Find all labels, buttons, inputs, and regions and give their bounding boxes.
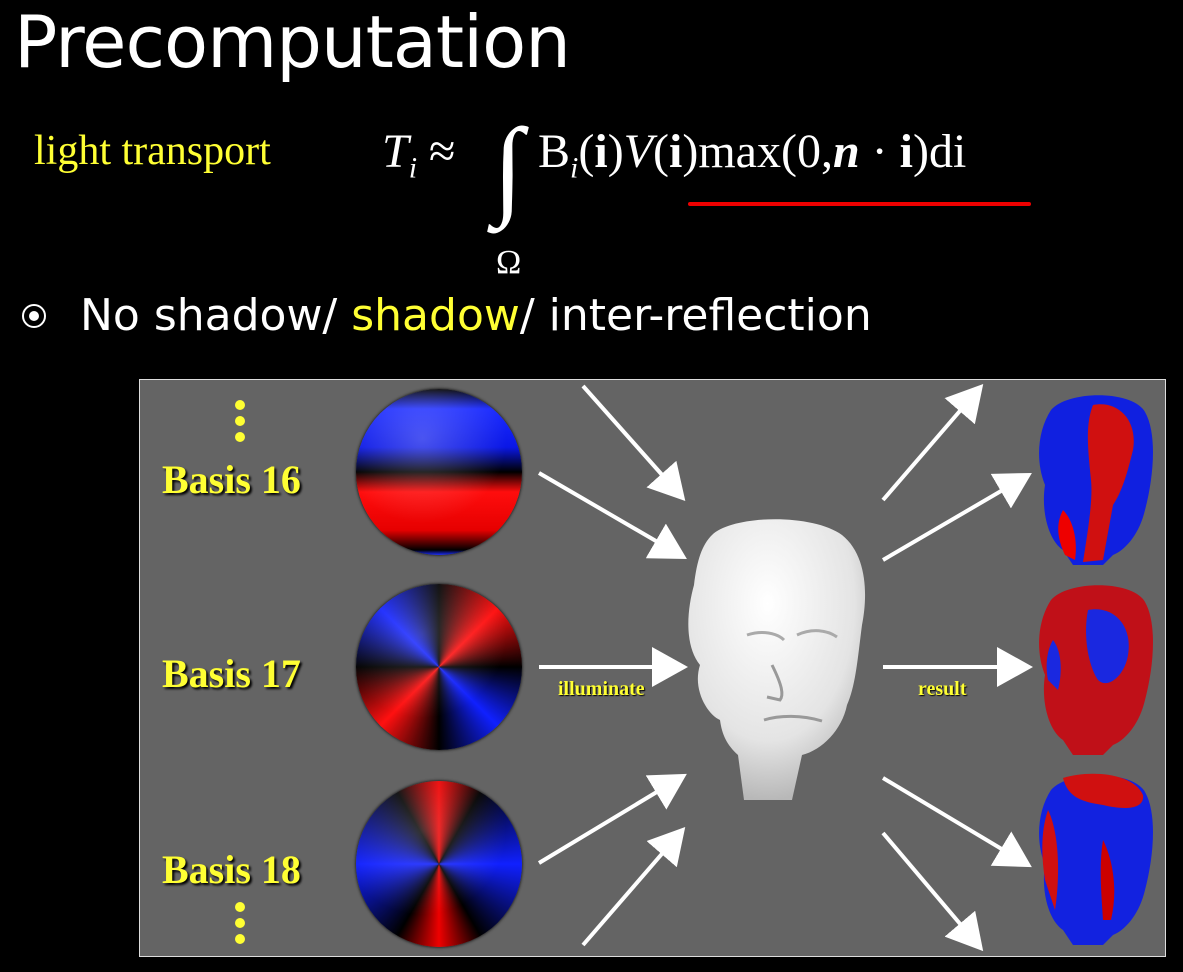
result-head-2-icon [1039,585,1153,755]
formula-b-sub: i [570,151,579,185]
ellipsis-top-icon [235,400,245,448]
formula-dot: · [859,125,900,178]
basis-label-18: Basis 18 [162,847,301,892]
arrows-layer [537,383,1033,952]
formula-rhs: Bi(i)V(i)max(0,n · i)di [538,125,967,185]
ellipsis-bottom-icon [235,902,245,950]
arrow-in-2 [537,471,687,560]
arrow-in-5 [581,826,686,947]
sphere-basis-17-icon [356,584,522,750]
formula-b: B [538,125,571,178]
result-head-1-icon [1039,395,1153,565]
formula-tail: )di [912,125,967,178]
arrow-out-5 [881,831,984,952]
formula-approx: ≈ [429,125,456,178]
basis-label-16: Basis 16 [162,457,301,502]
head-model-icon [688,519,866,800]
formula-max: max(0, [698,125,833,178]
formula-i-3: i [899,125,913,178]
result-head-3-icon [1039,773,1153,945]
arrow-in-1 [581,384,686,501]
basis-label-17: Basis 17 [162,651,301,696]
integral-sign-icon: ∫ [493,106,524,228]
visibility-underline [688,202,1031,206]
result-label: result [918,678,967,700]
bullet-icon [22,303,46,328]
bullet-part-1: No shadow/ [80,290,352,341]
bullet-text: No shadow/ shadow/ inter-reflection [80,290,872,341]
formula-i: i [594,125,608,178]
sphere-basis-16-icon [356,389,522,555]
arrow-out-1 [881,383,984,502]
arrow-out-4 [881,776,1032,868]
bullet-item: No shadow/ shadow/ inter-reflection [22,290,872,341]
arrow-out-2 [881,472,1032,562]
formula-v: V [623,125,653,178]
arrow-in-4 [537,773,687,865]
formula-t: T [382,125,409,178]
slide-title: Precomputation [14,0,571,84]
formula-domain: Ω [496,244,522,281]
formula-n: n [832,125,860,178]
bullet-highlight: shadow [351,290,520,341]
formula-lhs: Ti ≈ [382,128,455,184]
bullet-part-3: / inter-reflection [519,290,872,341]
light-transport-label: light transport [34,128,271,174]
formula-i-2: i [668,125,683,178]
illuminate-label: illuminate [558,678,645,700]
formula-t-sub: i [408,151,418,185]
sphere-basis-18-icon [356,781,522,947]
figure-panel: Basis 16 Basis 17 Basis 18 illuminate re… [139,379,1166,957]
